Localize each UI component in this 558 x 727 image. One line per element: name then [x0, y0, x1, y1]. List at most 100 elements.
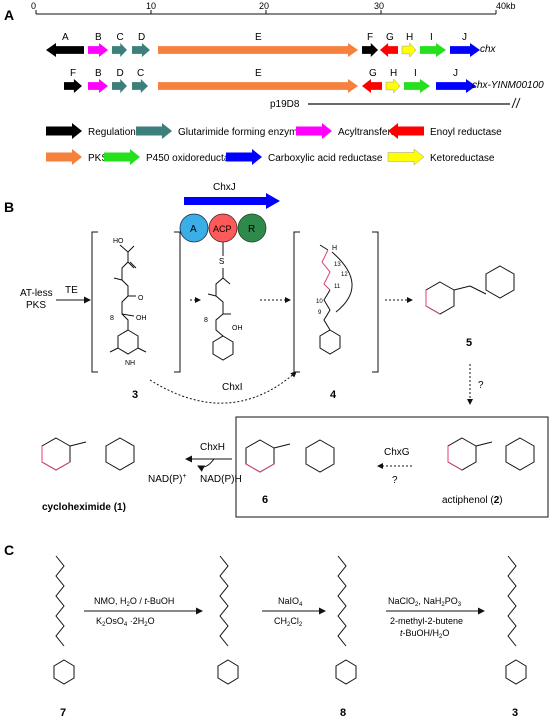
legend-swatch-enoyl: [388, 123, 424, 139]
legend-label: Acyltransferase: [338, 127, 407, 138]
te-label: TE: [65, 285, 78, 296]
gene-label: C: [117, 32, 124, 43]
atom-h: H: [332, 245, 337, 252]
step3-line3: t-BuOH/H2O: [400, 628, 449, 640]
gene-label: J: [462, 32, 467, 43]
atom-8: 8: [110, 315, 114, 322]
legend-swatch-regulation: [46, 123, 82, 139]
legend-swatch-pks: [46, 149, 82, 165]
atom-oh: OH: [136, 315, 147, 322]
step3-top: NaClO2, NaH2PO3: [388, 596, 462, 608]
chxi-label: ChxI: [222, 382, 243, 393]
gene-label: D: [117, 68, 124, 79]
gene-arrow-i: [420, 43, 446, 57]
gene-label: B: [95, 68, 102, 79]
legend-label: PKS: [88, 153, 108, 164]
svg-text:S: S: [219, 257, 224, 266]
cosmid-p19d8: p19D8: [270, 97, 521, 110]
ruler-tick: 20: [259, 1, 269, 11]
gene-label: B: [95, 32, 102, 43]
atom-oh: OH: [232, 325, 243, 332]
gene-arrow-i: [404, 79, 430, 93]
gene-label: E: [255, 68, 262, 79]
atom-13: 13: [334, 262, 341, 268]
structure-1: [41, 437, 135, 471]
compound-5: 5: [466, 337, 472, 349]
domain-r: R: [248, 224, 255, 235]
legend-swatch-glutarimide: [136, 123, 172, 139]
gene-arrow-j: [450, 43, 480, 57]
gene-label: F: [70, 68, 76, 79]
panel-label-c: C: [4, 542, 14, 558]
cofactor-nadp: NAD(P)+: [148, 473, 187, 485]
domain-acp: ACP: [213, 224, 232, 234]
legend-label: P450 oxidoreductase: [146, 153, 240, 164]
atom-8: 8: [204, 317, 208, 324]
compound-3c: 3: [512, 707, 518, 719]
step1-top: NMO, H2O / t-BuOH: [94, 596, 174, 608]
gene-label: I: [430, 32, 433, 43]
legend-swatch-acyltransferase: [296, 123, 332, 139]
ruler-tick: 10: [146, 1, 156, 11]
panel-label-a: A: [4, 7, 14, 23]
gene-label: F: [367, 32, 373, 43]
chxg-label: ChxG: [384, 447, 410, 458]
kb-ruler: 0 10 20 30 40kb: [31, 1, 516, 15]
gene-function-legend: Regulation Glutarimide forming enzymes Acy…: [46, 123, 502, 166]
gene-label: C: [137, 68, 144, 79]
gene-arrow-c: [132, 79, 148, 93]
structure-5: [425, 265, 515, 315]
gene-label: J: [453, 68, 458, 79]
gene-arrow-f: [362, 43, 378, 57]
step2-bottom: CH2Cl2: [274, 616, 303, 628]
atless-pks-1: AT-less: [20, 288, 53, 299]
gene-arrow-f: [64, 79, 82, 93]
gene-arrow-h: [401, 42, 417, 58]
domain-a: A: [190, 224, 197, 235]
question-1: ?: [478, 380, 484, 391]
legend-label: Glutarimide forming enzymes: [178, 127, 308, 138]
gene-arrow-d: [132, 43, 150, 57]
cluster-name-chx-yinm: chx-YINM00100: [472, 80, 544, 91]
atom-11: 11: [334, 284, 341, 290]
ruler-tick: 0: [31, 1, 36, 11]
panel-label-b: B: [4, 199, 14, 215]
gene-arrow-e: [158, 79, 358, 93]
compound-1: cycloheximide (1): [42, 502, 126, 513]
gene-arrow-g: [380, 43, 398, 57]
legend-swatch-p450: [104, 149, 140, 165]
atom-o: O: [138, 295, 144, 302]
step1-bottom: K2OsO4 ·2H2O: [96, 616, 155, 628]
structure-acp-thioester: [207, 268, 234, 361]
gene-label: A: [62, 32, 69, 43]
compound-6: 6: [262, 494, 268, 506]
cofactor-nadph: NAD(P)H: [200, 474, 242, 485]
ruler-tick: 30: [374, 1, 384, 11]
structure-3c: [505, 555, 527, 685]
structure-8: [335, 555, 357, 685]
legend-swatch-keto: [387, 148, 425, 166]
structure-4: [319, 244, 353, 355]
gene-arrow-g: [362, 79, 382, 93]
cluster-name-chx: chx: [480, 44, 497, 55]
gene-arrow-a: [46, 43, 84, 57]
atom-12: 12: [341, 272, 348, 278]
gene-label: H: [390, 68, 397, 79]
legend-label: Regulation: [88, 127, 136, 138]
ruler-tick: 40kb: [496, 1, 516, 11]
gene-label: G: [386, 32, 394, 43]
gene-arrow-b: [88, 79, 108, 93]
atless-pks-2: PKS: [26, 300, 46, 311]
gene-label: I: [414, 68, 417, 79]
gene-label: E: [255, 32, 262, 43]
compound-3: 3: [132, 389, 138, 401]
atom-9: 9: [318, 310, 322, 316]
gene-label: H: [406, 32, 413, 43]
structure-2: [447, 437, 535, 471]
atom-ho: HO: [113, 238, 124, 245]
chxh-label: ChxH: [200, 442, 225, 453]
gene-arrow-c: [112, 43, 127, 57]
gene-label: D: [138, 32, 145, 43]
step2-top: NaIO4: [278, 596, 303, 608]
